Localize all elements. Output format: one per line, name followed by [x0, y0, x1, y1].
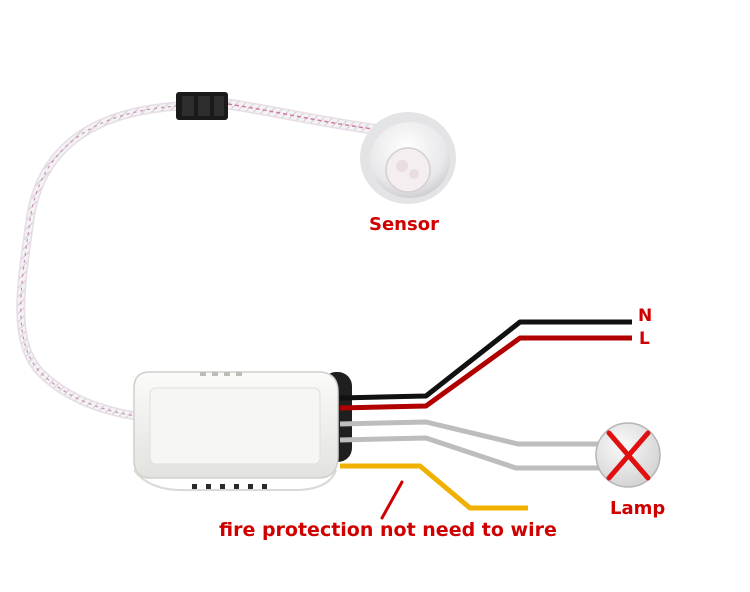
- lamp-wire-lower: [339, 435, 606, 471]
- neutral-wire: [339, 319, 632, 401]
- sensor-lead-tracer: [227, 103, 381, 131]
- controller-box: [133, 371, 352, 492]
- neutral-label: N: [638, 306, 653, 326]
- sensor-cable-tracer: [20, 105, 179, 417]
- sensor-label: Sensor: [369, 214, 439, 235]
- lamp-crossed-icon: [595, 422, 661, 488]
- fire-wire-marker: [380, 480, 404, 520]
- lamp-label: Lamp: [610, 498, 666, 519]
- pir-sensor-icon: [360, 112, 456, 204]
- cable-connector: [176, 92, 228, 120]
- lamp-wire-upper: [339, 419, 604, 447]
- fire-protection-note: fire protection not need to wire: [219, 519, 557, 541]
- live-label: L: [639, 329, 650, 349]
- live-wire: [339, 335, 632, 411]
- sensor-cable: [16, 101, 183, 421]
- fire-protection-wire: [340, 463, 528, 511]
- sensor-cable-braid: [17, 103, 181, 419]
